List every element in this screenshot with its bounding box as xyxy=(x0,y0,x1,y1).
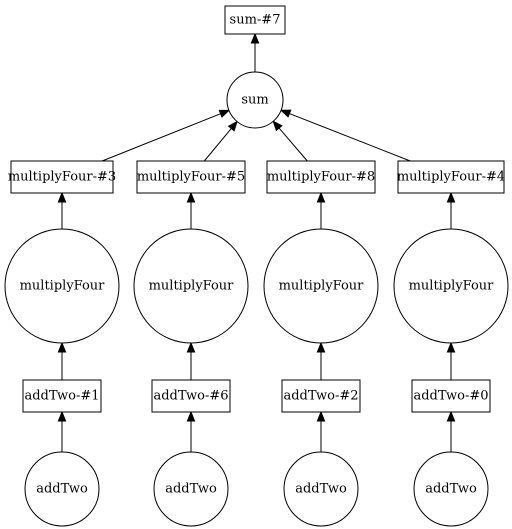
edge-mf5-to-sum xyxy=(203,120,238,162)
node-box xyxy=(411,379,491,413)
node-label: addTwo-#2 xyxy=(283,389,358,404)
edge-atc4-to-at0 xyxy=(446,410,456,452)
node-label: addTwo xyxy=(425,482,477,497)
arrowhead-icon xyxy=(446,410,456,422)
edge-mf4-to-sum xyxy=(279,109,411,162)
edge-mfc3-to-mf8 xyxy=(316,191,326,229)
node-circle xyxy=(153,451,229,527)
node-box xyxy=(136,160,246,194)
node-label: multiplyFour xyxy=(279,279,365,294)
arrowhead-icon xyxy=(57,191,67,203)
edge-line xyxy=(203,128,232,162)
node-label: addTwo-#6 xyxy=(153,389,228,404)
node-label: multiplyFour xyxy=(149,279,235,294)
node-multiplyfour-3: multiplyFour-#3 xyxy=(8,160,116,194)
arrowhead-icon xyxy=(57,410,67,422)
edge-line xyxy=(289,113,411,162)
node-circle xyxy=(393,228,509,344)
node-circle xyxy=(4,228,120,344)
node-box xyxy=(397,160,505,194)
node-box xyxy=(22,379,102,413)
node-addtwo: addTwo xyxy=(24,451,100,527)
arrowhead-icon xyxy=(316,341,326,353)
arrowhead-icon xyxy=(218,109,231,118)
node-sum: sum xyxy=(226,71,284,129)
node-label: multiplyFour-#3 xyxy=(8,170,116,185)
edge-mf3-to-sum xyxy=(101,109,231,162)
arrowhead-icon xyxy=(250,32,260,44)
node-circle xyxy=(133,228,249,344)
node-addtwo-6: addTwo-#6 xyxy=(151,379,231,413)
edge-at0-to-mfc4 xyxy=(446,341,456,380)
edge-atc1-to-at1 xyxy=(57,410,67,452)
arrowhead-icon xyxy=(446,191,456,203)
node-box xyxy=(151,379,231,413)
node-label: sum-#7 xyxy=(230,13,281,28)
arrowhead-icon xyxy=(186,341,196,353)
arrowhead-icon xyxy=(186,410,196,422)
nodes-layer: sum-#7 sum multiplyFour-#3 multiplyFour-#5 m… xyxy=(4,5,509,527)
edge-at1-to-mfc1 xyxy=(57,341,67,380)
node-box xyxy=(266,160,376,194)
arrowhead-icon xyxy=(279,109,292,118)
edge-mfc2-to-mf5 xyxy=(186,191,196,229)
node-addtwo-1: addTwo-#1 xyxy=(22,379,102,413)
node-label: multiplyFour-#5 xyxy=(137,170,245,185)
arrowhead-icon xyxy=(446,341,456,353)
node-addtwo: addTwo xyxy=(413,451,489,527)
node-circle xyxy=(263,228,379,344)
node-box xyxy=(224,5,286,35)
edge-atc3-to-at2 xyxy=(316,410,326,452)
node-addtwo-0: addTwo-#0 xyxy=(411,379,491,413)
node-multiplyfour: multiplyFour xyxy=(133,228,249,344)
arrowhead-icon xyxy=(272,120,283,132)
edge-mfc4-to-mf4 xyxy=(446,191,456,229)
node-circle xyxy=(24,451,100,527)
edge-atc2-to-at6 xyxy=(186,410,196,452)
node-label: multiplyFour-#8 xyxy=(267,170,375,185)
edge-at6-to-mfc2 xyxy=(186,341,196,380)
node-multiplyfour: multiplyFour xyxy=(393,228,509,344)
node-label: addTwo xyxy=(295,482,347,497)
edge-sum-to-sum7 xyxy=(250,32,260,72)
edge-at2-to-mfc3 xyxy=(316,341,326,380)
node-addtwo-2: addTwo-#2 xyxy=(281,379,361,413)
node-addtwo: addTwo xyxy=(283,451,359,527)
node-addtwo: addTwo xyxy=(153,451,229,527)
edge-line xyxy=(101,113,221,162)
node-box xyxy=(281,379,361,413)
node-label: addTwo xyxy=(36,482,88,497)
node-label: addTwo xyxy=(165,482,217,497)
node-box xyxy=(10,160,114,194)
arrowhead-icon xyxy=(316,410,326,422)
node-circle xyxy=(226,71,284,129)
node-label: sum xyxy=(241,93,268,108)
edge-mf8-to-sum xyxy=(272,120,308,162)
node-label: addTwo-#0 xyxy=(413,389,488,404)
arrowhead-icon xyxy=(57,341,67,353)
edges-layer xyxy=(57,32,456,452)
node-label: multiplyFour-#4 xyxy=(397,170,505,185)
node-multiplyfour: multiplyFour xyxy=(4,228,120,344)
node-circle xyxy=(413,451,489,527)
node-label: addTwo-#1 xyxy=(24,389,99,404)
node-circle xyxy=(283,451,359,527)
arrowhead-icon xyxy=(316,191,326,203)
node-label: multiplyFour xyxy=(20,279,106,294)
node-multiplyfour-4: multiplyFour-#4 xyxy=(397,160,505,194)
node-multiplyfour-8: multiplyFour-#8 xyxy=(266,160,376,194)
node-multiplyfour-5: multiplyFour-#5 xyxy=(136,160,246,194)
arrowhead-icon xyxy=(227,120,238,132)
edge-mfc1-to-mf3 xyxy=(57,191,67,229)
node-label: multiplyFour xyxy=(409,279,495,294)
node-sum-7: sum-#7 xyxy=(224,5,286,35)
arrowhead-icon xyxy=(186,191,196,203)
edge-line xyxy=(278,127,308,162)
node-multiplyfour: multiplyFour xyxy=(263,228,379,344)
